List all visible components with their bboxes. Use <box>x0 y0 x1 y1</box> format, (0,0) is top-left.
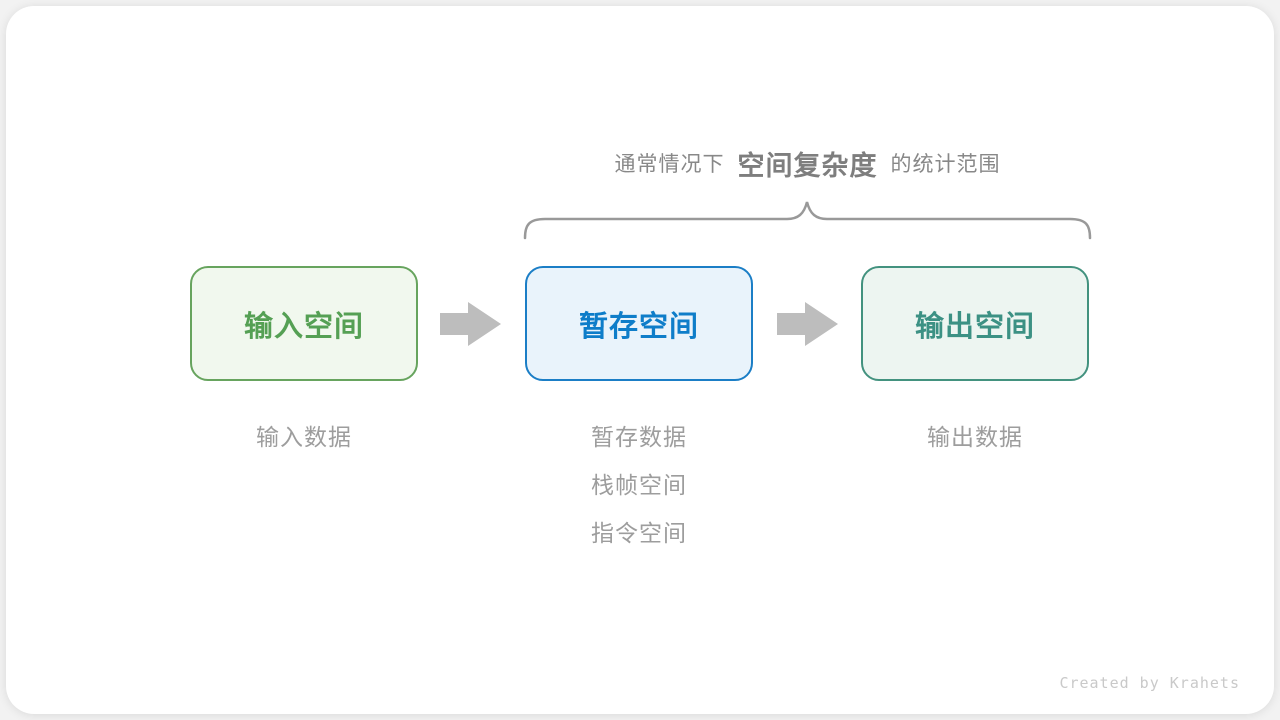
notes-output-space: 输出数据 <box>861 423 1089 452</box>
notes-temp-space: 暂存数据 栈帧空间 指令空间 <box>525 423 753 548</box>
box-output-space-label: 输出空间 <box>914 310 1035 343</box>
note-input-data: 输入数据 <box>256 424 352 450</box>
note-stack-frame-space: 栈帧空间 <box>591 472 687 498</box>
arrow-right-icon <box>440 302 501 346</box>
notes-input-space: 输入数据 <box>190 423 418 452</box>
title-highlight: 空间复杂度 <box>737 150 878 181</box>
box-input-space-label: 输入空间 <box>243 310 364 343</box>
box-output-space: 输出空间 <box>861 266 1089 381</box>
credit-text: Created by Krahets <box>1059 674 1240 692</box>
arrow-right-icon <box>777 302 838 346</box>
box-input-space: 输入空间 <box>190 266 418 381</box>
title-suffix: 的统计范围 <box>890 153 1001 176</box>
title-prefix: 通常情况下 <box>614 153 725 176</box>
note-temp-data: 暂存数据 <box>591 424 687 450</box>
diagram-title: 通常情况下 空间复杂度 的统计范围 <box>500 142 1115 184</box>
curly-brace <box>523 201 1092 240</box>
box-temp-space-label: 暂存空间 <box>578 310 699 343</box>
note-instruction-space: 指令空间 <box>591 520 687 546</box>
note-output-data: 输出数据 <box>927 424 1023 450</box>
box-temp-space: 暂存空间 <box>525 266 753 381</box>
